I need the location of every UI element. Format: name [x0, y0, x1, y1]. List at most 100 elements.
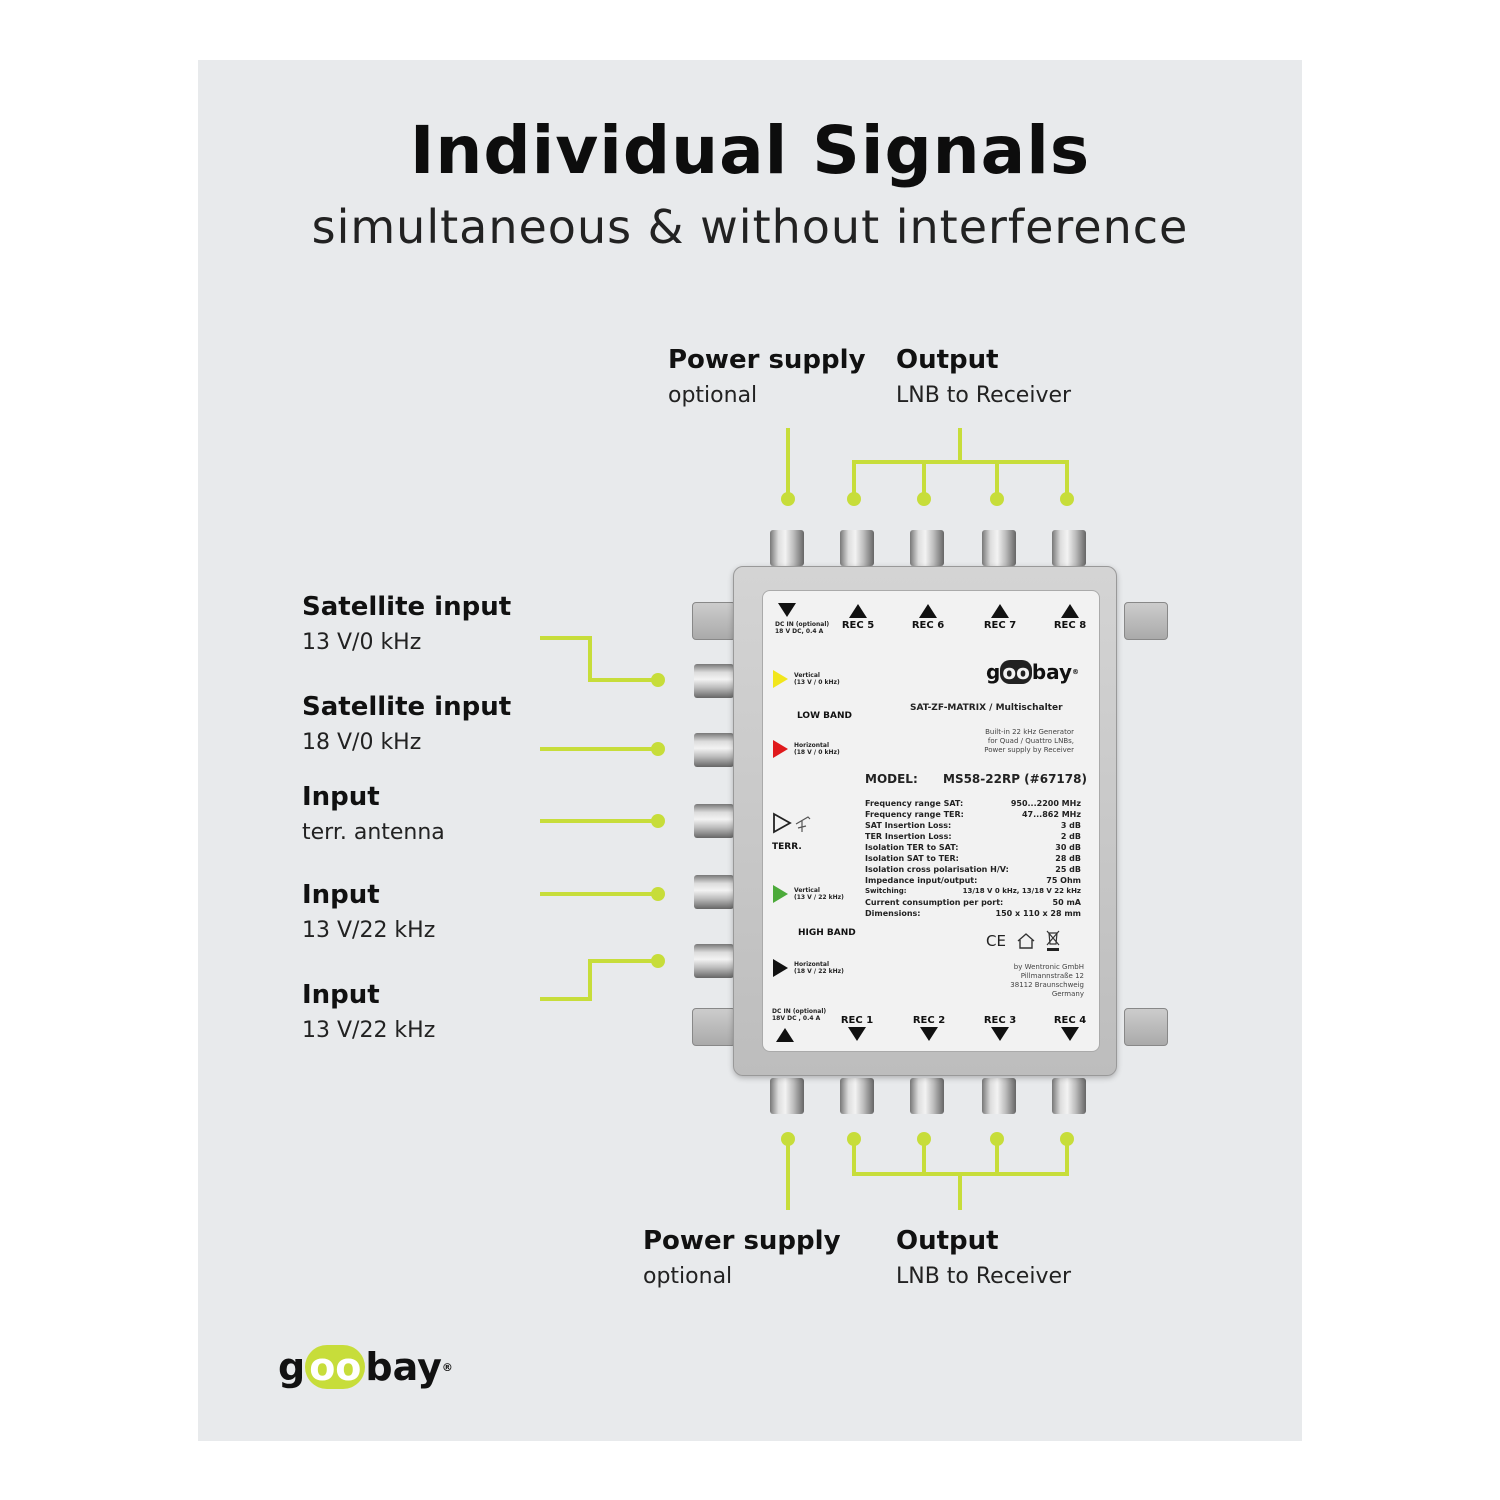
spec-row: Isolation cross polarisation H/V:25 dB — [865, 865, 1081, 874]
logo-text: bay — [365, 1345, 442, 1389]
registered-mark: ® — [1072, 668, 1080, 676]
mount-bracket — [1124, 602, 1168, 640]
port-label: REC 1 — [840, 1015, 874, 1026]
bottom-output-heading: Output — [896, 1226, 999, 1256]
top-power-heading: Power supply — [668, 345, 866, 375]
spec-row: Isolation SAT to TER:28 dB — [865, 854, 1081, 863]
weee-bin-icon — [1046, 930, 1060, 951]
address-line: Pillmannstraße 12 — [1020, 972, 1084, 980]
input-name: Horizontal — [794, 742, 830, 749]
house-icon — [1017, 933, 1035, 949]
arrow-down-icon — [778, 603, 796, 617]
top-power-label: Power supply optional — [668, 345, 866, 408]
port-label: REC 8 — [1053, 620, 1087, 631]
dc-in-top: DC IN (optional) 18 V DC, 0.4 A — [775, 603, 829, 635]
f-connector-rec3 — [982, 1078, 1016, 1114]
triangle-yellow-icon — [773, 670, 788, 688]
page-subtitle: simultaneous & without interference — [311, 200, 1189, 254]
spec-row: Frequency range SAT:950...2200 MHz — [865, 799, 1081, 808]
logo-text: g — [278, 1345, 306, 1389]
left-label-sub: 13 V/22 kHz — [302, 918, 436, 943]
input-indicator-1: Vertical (13 V / 0 kHz) — [773, 670, 840, 688]
spec-row: Isolation TER to SAT:30 dB — [865, 843, 1081, 852]
arrow-up-icon — [991, 604, 1009, 618]
f-connector-rec5 — [840, 530, 874, 566]
arrow-down-icon — [920, 1027, 938, 1041]
top-output-label: Output LNB to Receiver — [896, 345, 1071, 408]
terr-indicator: TERR. — [772, 812, 816, 852]
input-spec: (18 V / 22 kHz) — [794, 968, 844, 975]
f-connector-rec4 — [1052, 1078, 1086, 1114]
mount-bracket — [692, 1008, 736, 1046]
dc-in-bottom: DC IN (optional) 18V DC , 0.4 A — [772, 1008, 826, 1042]
top-output-sub: LNB to Receiver — [896, 383, 1072, 408]
spec-row: TER Insertion Loss:2 dB — [865, 832, 1081, 841]
mount-bracket — [692, 602, 736, 640]
arrow-down-icon — [1061, 1027, 1079, 1041]
arrow-up-icon — [776, 1028, 794, 1042]
port-rec6: REC 6 — [910, 604, 946, 631]
feature-text: Built-in 22 kHz Generator — [985, 728, 1074, 736]
f-connector-input-2 — [694, 733, 734, 767]
port-label: REC 4 — [1053, 1015, 1087, 1026]
f-connector-input-3 — [694, 804, 734, 838]
address-line: by Wentronic GmbH — [1013, 963, 1084, 971]
bottom-output-label: Output LNB to Receiver — [896, 1226, 1071, 1289]
spec-row: SAT Insertion Loss:3 dB — [865, 821, 1081, 830]
arrow-up-icon — [919, 604, 937, 618]
model-value: MS58-22RP (#67178) — [943, 772, 1087, 786]
f-connector-input-4 — [694, 875, 734, 909]
dc-in-text: DC IN (optional) — [772, 1008, 827, 1015]
f-connector-input-5 — [694, 944, 734, 978]
f-connector-dc-top — [770, 530, 804, 566]
page-title: Individual Signals — [409, 112, 1091, 189]
f-connector-dc-bottom — [770, 1078, 804, 1114]
address-line: 38112 Braunschweig — [1010, 981, 1084, 989]
input-name: Vertical — [794, 672, 820, 679]
brand-text: bay — [1031, 660, 1073, 684]
input-indicator-4: Horizontal (18 V / 22 kHz) — [773, 959, 844, 977]
dc-in-text: DC IN (optional) — [775, 621, 830, 628]
spec-row: Frequency range TER:47...862 MHz — [865, 810, 1081, 819]
input-indicator-2: Horizontal (18 V / 0 kHz) — [773, 740, 840, 758]
triangle-black-icon — [773, 959, 788, 977]
low-band-label: LOW BAND — [797, 711, 852, 721]
bottom-output-sub: LNB to Receiver — [896, 1264, 1072, 1289]
logo-bubble: oo — [305, 1345, 366, 1389]
port-label: REC 5 — [841, 620, 875, 631]
left-label-sub: terr. antenna — [302, 820, 445, 845]
arrow-up-icon — [1061, 604, 1079, 618]
left-label-sub: 13 V/22 kHz — [302, 1018, 436, 1043]
bottom-power-label: Power supply optional — [643, 1226, 841, 1289]
port-rec7: REC 7 — [982, 604, 1018, 631]
port-rec8: REC 8 — [1052, 604, 1088, 631]
spec-table: Frequency range SAT:950...2200 MHz Frequ… — [865, 798, 1081, 919]
brand-bubble: oo — [1000, 660, 1032, 684]
f-connector-rec7 — [982, 530, 1016, 566]
product-name: SAT-ZF-MATRIX / Multischalter — [910, 703, 1063, 713]
input-name: Vertical — [794, 887, 820, 894]
left-label-1: Satellite input 13 V/0 kHz — [302, 592, 511, 655]
dc-in-text: 18V DC , 0.4 A — [772, 1015, 821, 1022]
mount-bracket — [1124, 1008, 1168, 1046]
port-rec5: REC 5 — [840, 604, 876, 631]
port-rec4: REC 4 — [1051, 1015, 1089, 1041]
ce-mark-icon: CE — [986, 932, 1006, 950]
port-rec1: REC 1 — [838, 1015, 876, 1041]
port-label: REC 6 — [911, 620, 945, 631]
antenna-icon — [773, 812, 811, 834]
input-spec: (13 V / 0 kHz) — [794, 679, 840, 686]
model-label: MODEL: — [865, 772, 918, 786]
address-line: Germany — [1051, 990, 1084, 998]
f-connector-rec1 — [840, 1078, 874, 1114]
feature-text: for Quad / Quattro LNBs, — [987, 737, 1074, 745]
arrow-down-icon — [991, 1027, 1009, 1041]
triangle-red-icon — [773, 740, 788, 758]
spec-row: Dimensions:150 x 110 x 28 mm — [865, 909, 1081, 918]
arrow-up-icon — [849, 604, 867, 618]
left-label-sub: 18 V/0 kHz — [302, 730, 422, 755]
input-indicator-3: Vertical (13 V / 22 kHz) — [773, 885, 844, 903]
port-label: REC 3 — [983, 1015, 1017, 1026]
